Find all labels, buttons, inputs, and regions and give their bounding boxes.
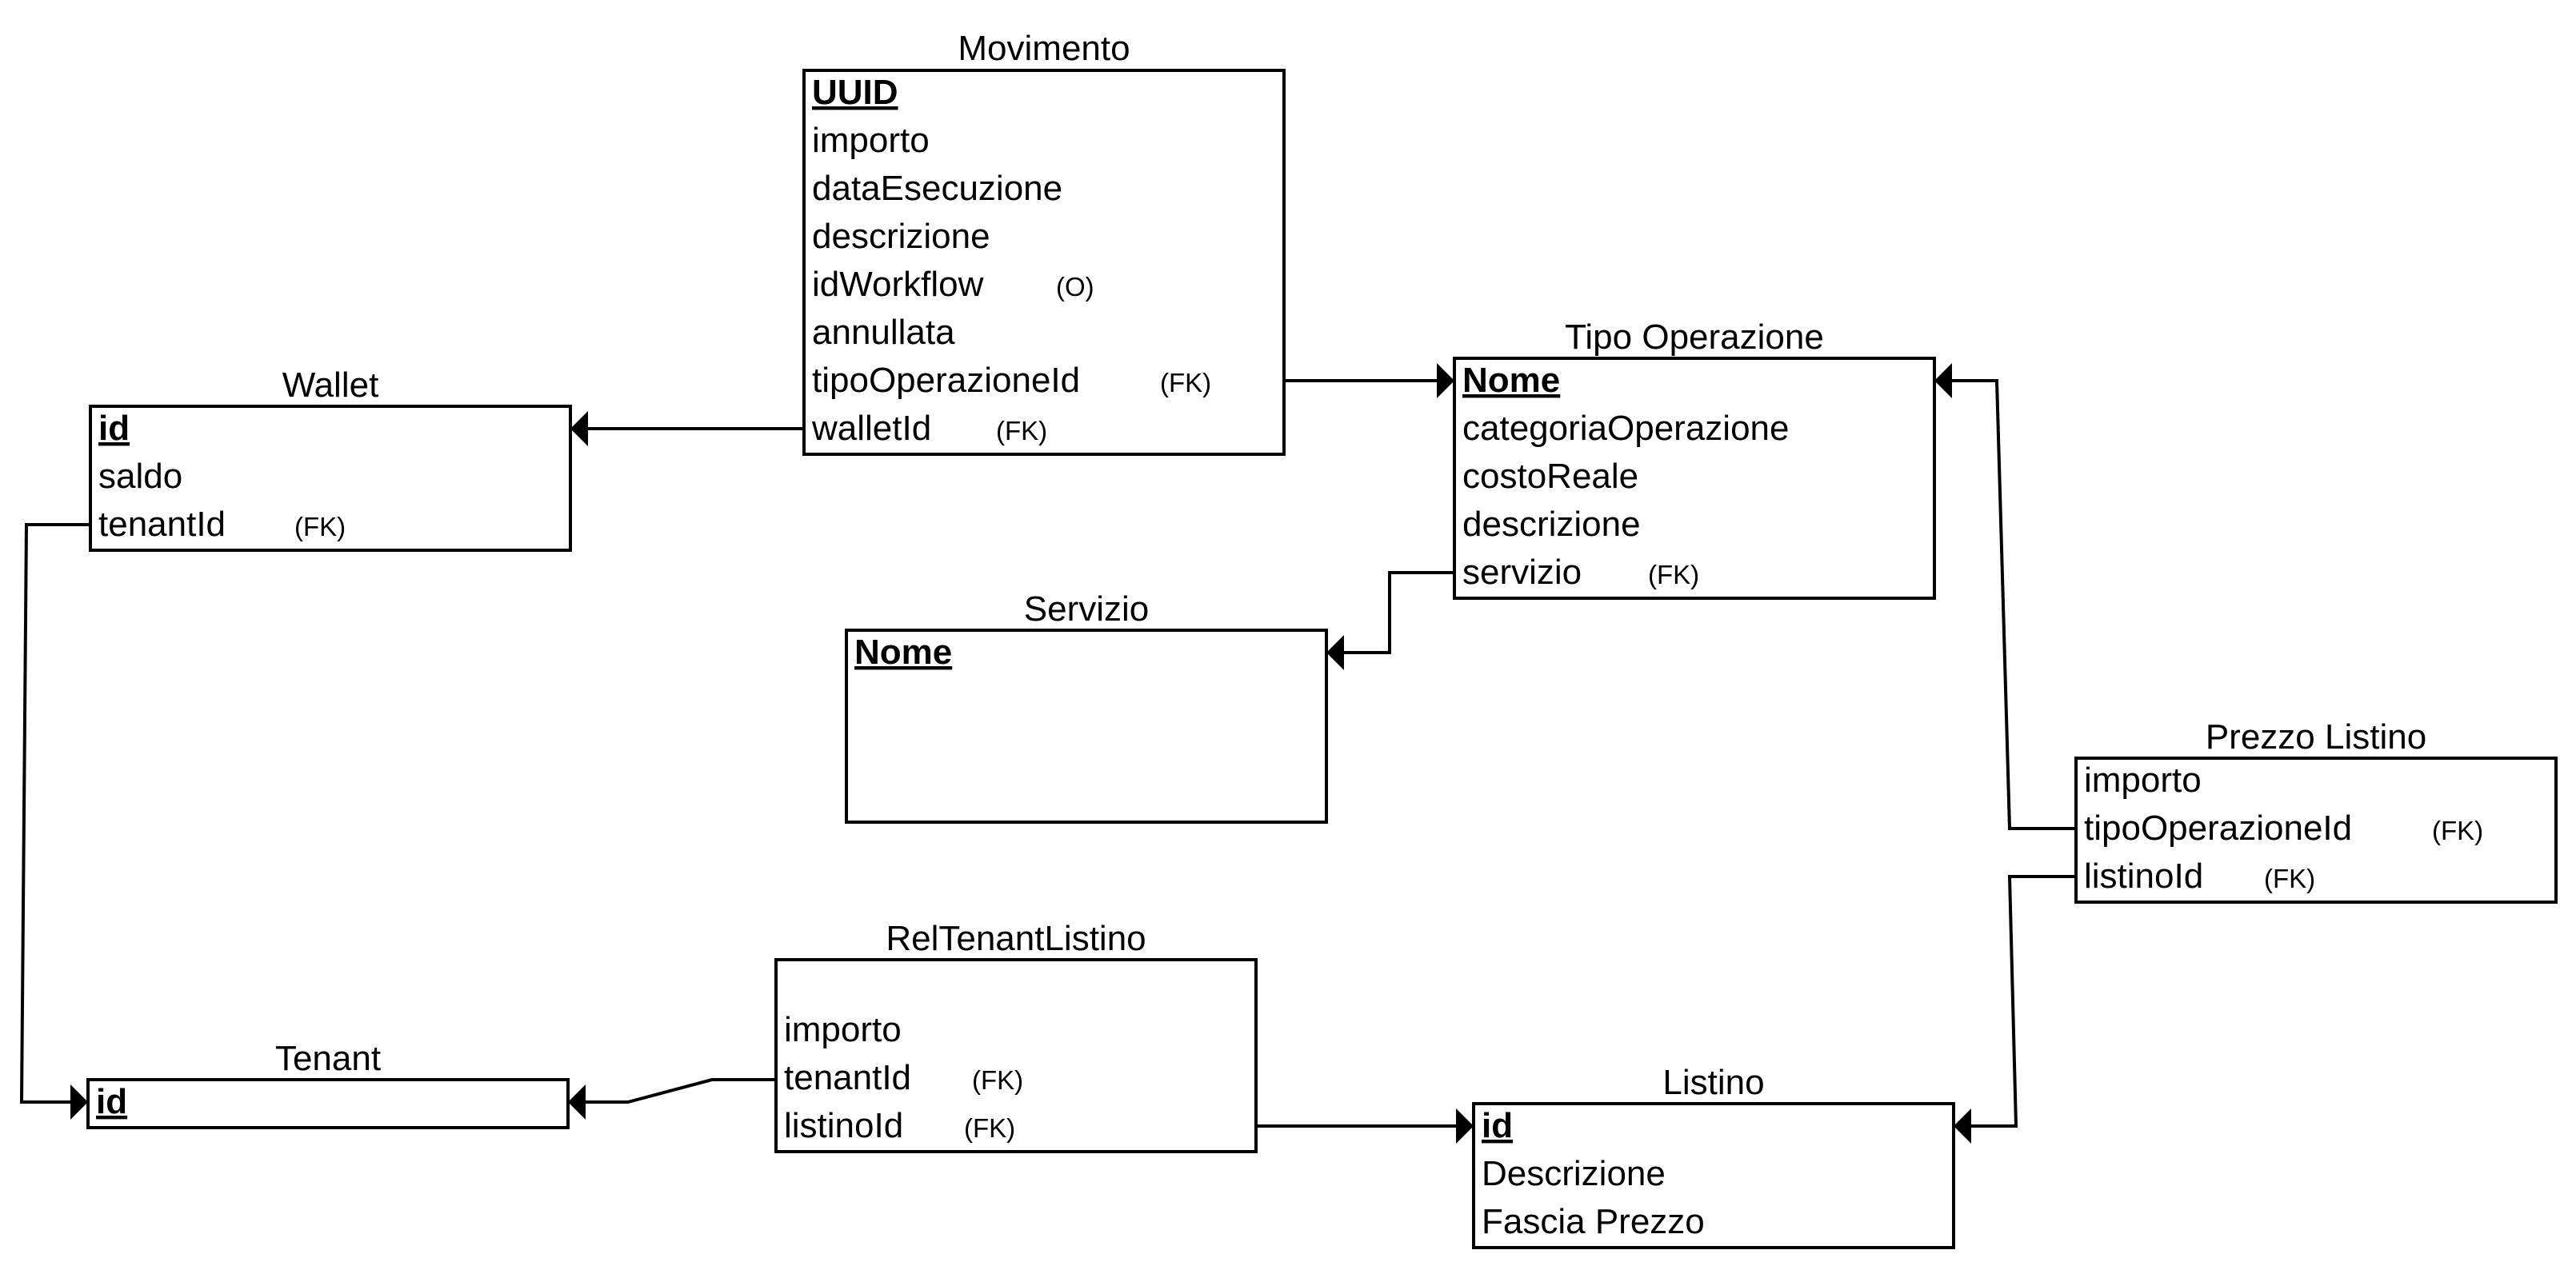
entity-field: Descrizione [1482,1154,1666,1193]
arrowhead [1437,363,1454,398]
entity-field: dataEsecuzione [812,169,1062,208]
field-annotation: (FK) [2432,816,2483,845]
arrowhead [70,1084,88,1120]
entity-title: Listino [1662,1063,1764,1102]
arrowhead [1934,363,1952,398]
entity-box [802,69,1286,456]
entity-field: costoReale [1462,457,1638,496]
entity-title: Prezzo Listino [2206,717,2426,757]
primary-key-field: Nome [854,633,952,672]
entity-field: annullata [812,313,955,352]
entity-box [774,958,1258,1153]
entity-field: importo [2084,761,2202,800]
entity-field: idWorkflow [812,265,984,304]
entity-box [845,629,1328,824]
entity-rel-tenant-listino[interactable]: RelTenantListino importo tenantId (FK) listi… [774,919,1258,1153]
entity-field: importo [812,121,930,160]
primary-key-field: id [96,1082,127,1121]
primary-key-field: UUID [812,73,898,112]
entity-field: walletId [811,409,931,448]
field-annotation: (FK) [996,416,1047,445]
primary-key-field: id [98,409,130,448]
entity-field: descrizione [812,217,990,256]
entity-field: tipoOperazioneId [812,361,1080,400]
entity-wallet[interactable]: Wallet id saldo tenantId (FK) [89,365,572,552]
primary-key-field: id [1482,1106,1513,1145]
arrowhead [1326,635,1344,670]
field-annotation: (FK) [2264,864,2315,893]
prezzo-listino-to-tipo-operazione-connector [1934,363,2076,830]
arrowhead [1456,1108,1474,1144]
field-annotation: (O) [1056,272,1094,302]
tipo-operazione-to-servizio-connector [1326,571,1454,670]
movimento-to-wallet-connector [570,411,804,446]
entity-field: tenantId [98,505,226,544]
entity-field: Fascia Prezzo [1482,1202,1705,1241]
field-annotation: (FK) [972,1065,1023,1095]
entity-field: servizio [1462,553,1582,592]
arrowhead [568,1084,586,1120]
entity-field: descrizione [1462,505,1641,544]
entity-field: categoriaOperazione [1462,409,1789,448]
field-annotation: (FK) [1648,560,1699,589]
entity-field: tipoOperazioneId [2084,809,2352,848]
arrowhead [570,411,588,446]
prezzo-listino-to-listino-connector [1954,875,2076,1144]
entity-field: tenantId [784,1058,911,1097]
entity-box [2074,757,2558,904]
entity-tenant[interactable]: Tenant id [86,1039,570,1129]
entity-field: listinoId [784,1106,903,1145]
field-annotation: (FK) [1160,368,1211,397]
entity-box [89,405,572,552]
movimento-to-tipo-operazione-connector [1284,363,1454,398]
rel-tenant-listino-to-listino-connector [1256,1108,1474,1144]
rel-tenant-listino-to-tenant-connector [568,1078,776,1120]
entity-box [86,1078,570,1129]
field-annotation: (FK) [294,512,346,541]
primary-key-field: Nome [1462,361,1560,400]
relationship-connectors [19,363,2076,1144]
entity-field: importo [784,1010,902,1049]
field-annotation: (FK) [964,1113,1015,1143]
entity-box [1453,357,1936,600]
entity-title: Wallet [282,365,379,405]
entity-title: Movimento [958,29,1130,68]
entity-title: RelTenantListino [886,919,1146,958]
entity-box [1472,1102,1955,1249]
entity-title: Servizio [1024,589,1150,629]
entity-field: saldo [98,457,182,496]
arrowhead [1954,1108,1971,1144]
entity-field: listinoId [2084,857,2203,896]
wallet-to-tenant-connector [19,523,90,1120]
entity-title: Tipo Operazione [1565,318,1824,357]
entity-title: Tenant [275,1039,381,1078]
